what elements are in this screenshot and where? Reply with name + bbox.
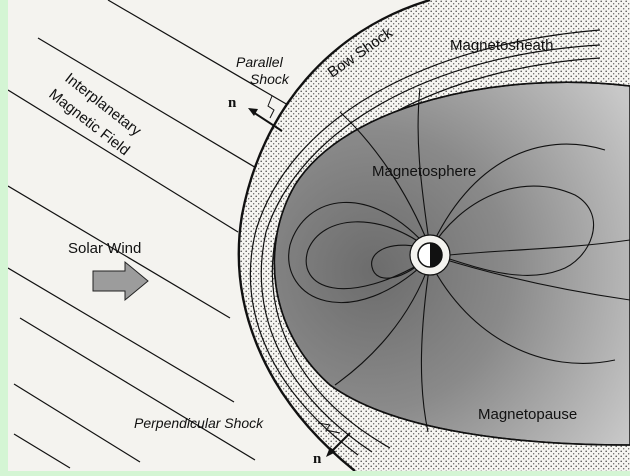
earth-icon (410, 235, 450, 275)
magnetosheath-label: Magnetosheath (450, 37, 553, 54)
solar-wind-label: Solar Wind (68, 240, 141, 257)
normal-label-bottom: n (313, 451, 322, 467)
perpendicular-shock-label: Perpendicular Shock (134, 415, 264, 431)
normal-label-top: n (228, 95, 237, 111)
magnetosphere-label: Magnetosphere (372, 163, 476, 180)
parallel-shock-label-line2: Shock (250, 71, 290, 87)
magnetopause-label: Magnetopause (478, 406, 577, 423)
parallel-shock-label-line1: Parallel (236, 54, 284, 70)
